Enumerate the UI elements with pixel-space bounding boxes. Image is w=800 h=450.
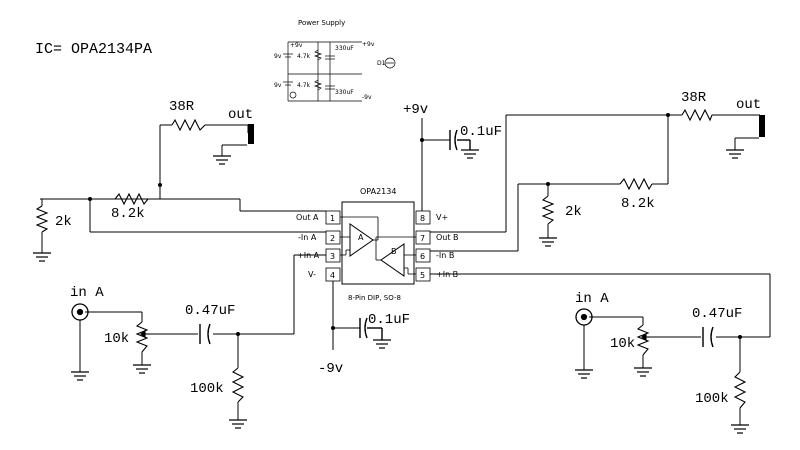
- schematic-title: IC= OPA2134PA: [35, 41, 152, 58]
- ch-b-in-label: in A: [575, 291, 609, 307]
- ch-b-2k-label: 2k: [565, 204, 582, 220]
- ch-a-38r-resistor: [171, 118, 206, 132]
- ps-plus-label: +9v: [290, 42, 303, 49]
- pin-1-label: Out A: [296, 213, 319, 222]
- pin-8-label: V+: [436, 213, 448, 222]
- pin-2-label: -In A: [298, 233, 317, 242]
- ps-minus-out-label: -9v: [362, 94, 372, 101]
- ps-cap-bottom: 330uF: [335, 89, 354, 96]
- ch-a-out-label: out: [228, 107, 253, 123]
- power-supply-inset: Power Supply: [283, 19, 396, 102]
- ch-a-in-label: in A: [70, 285, 104, 301]
- ps-resistor-bottom: 4.7k: [297, 82, 311, 89]
- amp-b-label: B: [391, 247, 397, 256]
- ch-b-output-jack: [759, 115, 765, 137]
- ch-b-100k-resistor: [733, 371, 747, 409]
- ch-a-output-jack: [248, 124, 254, 144]
- pin-8-num: 8: [420, 214, 425, 223]
- plus-9v-label: +9v: [403, 102, 428, 118]
- ch-b-047-label: 0.47uF: [692, 306, 742, 322]
- ch-b-10k-label: 10k: [610, 336, 635, 352]
- ps-led-label: D1: [377, 60, 386, 67]
- ch-a-38r-label: 38R: [169, 99, 195, 115]
- ch-a-8k2-resistor: [114, 192, 149, 206]
- pin-4-num: 4: [330, 271, 335, 280]
- ch-a-2k-label: 2k: [55, 214, 72, 230]
- pin-6-label: -In B: [436, 251, 454, 260]
- ch-a-100k-resistor: [231, 367, 245, 403]
- pin-7-label: Out B: [436, 233, 459, 242]
- amp-a-label: A: [358, 233, 364, 242]
- pin-4-label: V-: [308, 270, 316, 279]
- chip-name: OPA2134: [360, 187, 396, 196]
- ch-b-input-jack: [575, 308, 593, 326]
- ch-b-out-label: out: [736, 97, 761, 113]
- ps-cap-top: 330uF: [335, 45, 354, 52]
- ch-b-38r-label: 38R: [681, 90, 707, 106]
- opamp-chip: [325, 201, 431, 285]
- pin-7-num: 7: [420, 234, 425, 243]
- ch-b-38r-resistor: [681, 108, 713, 122]
- ch-b-8k2-resistor: [619, 177, 653, 191]
- ch-a-047-label: 0.47uF: [185, 303, 235, 319]
- decoupling-cap-bottom-label: 0.1uF: [368, 312, 410, 328]
- pin-6-num: 6: [420, 252, 425, 261]
- ch-a-10k-pot: [135, 321, 149, 353]
- ch-a-8k2-label: 8.2k: [111, 206, 145, 222]
- ps-battery-bottom: 9v: [274, 82, 282, 89]
- ps-battery-top: 9v: [274, 53, 282, 60]
- ch-a-10k-label: 10k: [104, 331, 129, 347]
- ch-b-10k-pot: [636, 324, 650, 356]
- junctions: [88, 113, 742, 339]
- pin-3-num: 3: [330, 252, 335, 261]
- pin-5-num: 5: [420, 271, 425, 280]
- pin-2-num: 2: [330, 234, 335, 243]
- minus-9v-label: -9v: [318, 361, 343, 377]
- ch-a-input-jack: [71, 303, 89, 321]
- power-supply-title: Power Supply: [298, 19, 345, 27]
- ps-resistor-top: 4.7k: [297, 53, 311, 60]
- ch-a-100k-label: 100k: [190, 381, 224, 397]
- decoupling-cap-top-label: 0.1uF: [460, 124, 502, 140]
- pin-1-num: 1: [330, 214, 335, 223]
- ch-a-2k-resistor: [35, 205, 49, 233]
- chip-package: 8-Pin DIP, SO-8: [348, 294, 401, 302]
- wiring: [40, 114, 771, 425]
- ch-b-100k-label: 100k: [695, 391, 729, 407]
- ch-b-8k2-label: 8.2k: [621, 196, 655, 212]
- ps-plus-out-label: +9v: [362, 41, 375, 48]
- ch-b-2k-resistor: [541, 195, 555, 225]
